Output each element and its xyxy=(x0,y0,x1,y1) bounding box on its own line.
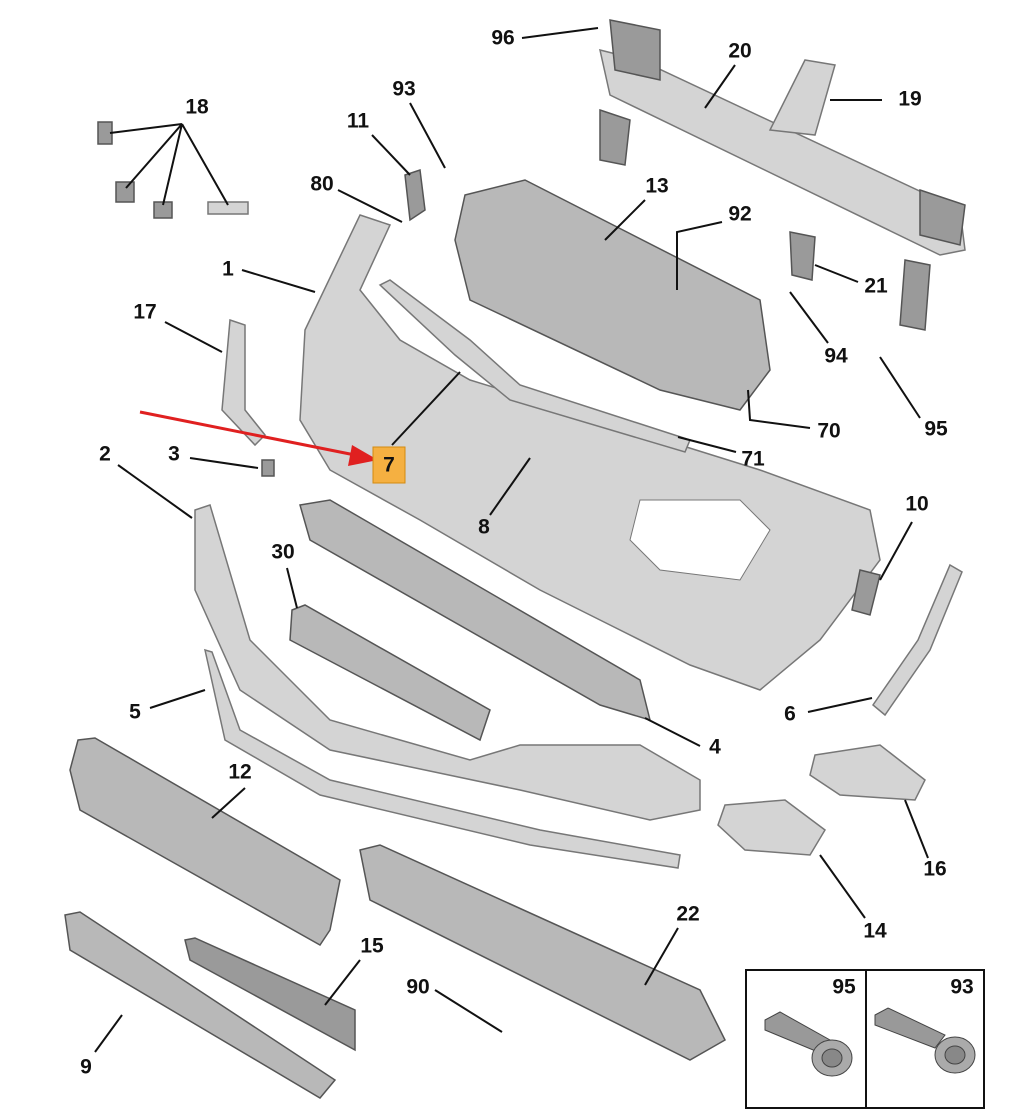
part-12-grille xyxy=(69,737,341,946)
label-15[interactable]: 15 xyxy=(360,935,384,958)
part-17-trim xyxy=(221,318,267,447)
label-13[interactable]: 13 xyxy=(645,175,668,198)
label-10[interactable]: 10 xyxy=(905,493,928,516)
label-4[interactable]: 4 xyxy=(709,736,721,759)
label-19[interactable]: 19 xyxy=(898,88,921,111)
label-21[interactable]: 21 xyxy=(864,275,888,298)
label-9[interactable]: 9 xyxy=(80,1056,92,1079)
label-18[interactable]: 18 xyxy=(185,96,209,119)
label-71[interactable]: 71 xyxy=(741,448,765,471)
fastener-inset: 95 93 xyxy=(745,969,985,1109)
label-30[interactable]: 30 xyxy=(271,541,294,564)
part-21-bracket xyxy=(789,231,816,281)
label-17[interactable]: 17 xyxy=(133,301,156,324)
label-11[interactable]: 11 xyxy=(347,110,370,133)
label-95[interactable]: 95 xyxy=(924,418,948,441)
part-16-fog-bezel xyxy=(809,744,926,801)
part-30-grille xyxy=(289,604,491,742)
label-22[interactable]: 22 xyxy=(676,903,699,926)
label-6[interactable]: 6 xyxy=(784,703,796,726)
label-90[interactable]: 90 xyxy=(406,976,429,999)
part-11-bracket xyxy=(404,168,426,222)
label-5[interactable]: 5 xyxy=(129,701,141,724)
label-7[interactable]: 7 xyxy=(383,454,395,477)
part-15-trim xyxy=(184,937,356,1052)
bolt-95-icon xyxy=(764,1011,853,1077)
bolt-93-icon xyxy=(874,1007,976,1074)
leader-lines xyxy=(94,27,929,1053)
label-20[interactable]: 20 xyxy=(728,40,751,63)
red-arrow-pointer xyxy=(139,410,378,466)
part-5-strip xyxy=(203,648,681,869)
label-93[interactable]: 93 xyxy=(392,78,415,101)
part-18-clips xyxy=(97,121,249,219)
highlight-box-part-7 xyxy=(372,446,406,484)
part-10-bracket xyxy=(851,569,881,616)
part-14-fog-cover xyxy=(717,799,826,856)
part-19-bracket xyxy=(768,59,836,136)
part-2-lower-bumper xyxy=(194,504,701,821)
part-20-reinforcement-beam xyxy=(599,19,966,331)
part-13-upper-grille xyxy=(454,179,771,411)
label-3[interactable]: 3 xyxy=(168,443,180,466)
part-9-grille xyxy=(64,911,337,1099)
part-22-undertray xyxy=(359,844,726,1061)
label-8[interactable]: 8 xyxy=(478,516,490,539)
part-1-opening xyxy=(629,499,771,581)
label-70[interactable]: 70 xyxy=(817,420,840,443)
inset-label-93: 93 xyxy=(950,976,973,999)
label-92[interactable]: 92 xyxy=(728,203,751,226)
label-14[interactable]: 14 xyxy=(863,920,887,943)
label-80[interactable]: 80 xyxy=(310,173,333,196)
part-3-clip xyxy=(261,459,275,477)
label-2[interactable]: 2 xyxy=(99,443,111,466)
label-1[interactable]: 1 xyxy=(222,258,234,281)
label-94[interactable]: 94 xyxy=(824,345,848,368)
label-12[interactable]: 12 xyxy=(228,761,251,784)
part-6-trim xyxy=(871,563,963,717)
inset-label-95: 95 xyxy=(832,976,856,999)
label-96[interactable]: 96 xyxy=(491,27,514,50)
label-16[interactable]: 16 xyxy=(923,858,946,881)
